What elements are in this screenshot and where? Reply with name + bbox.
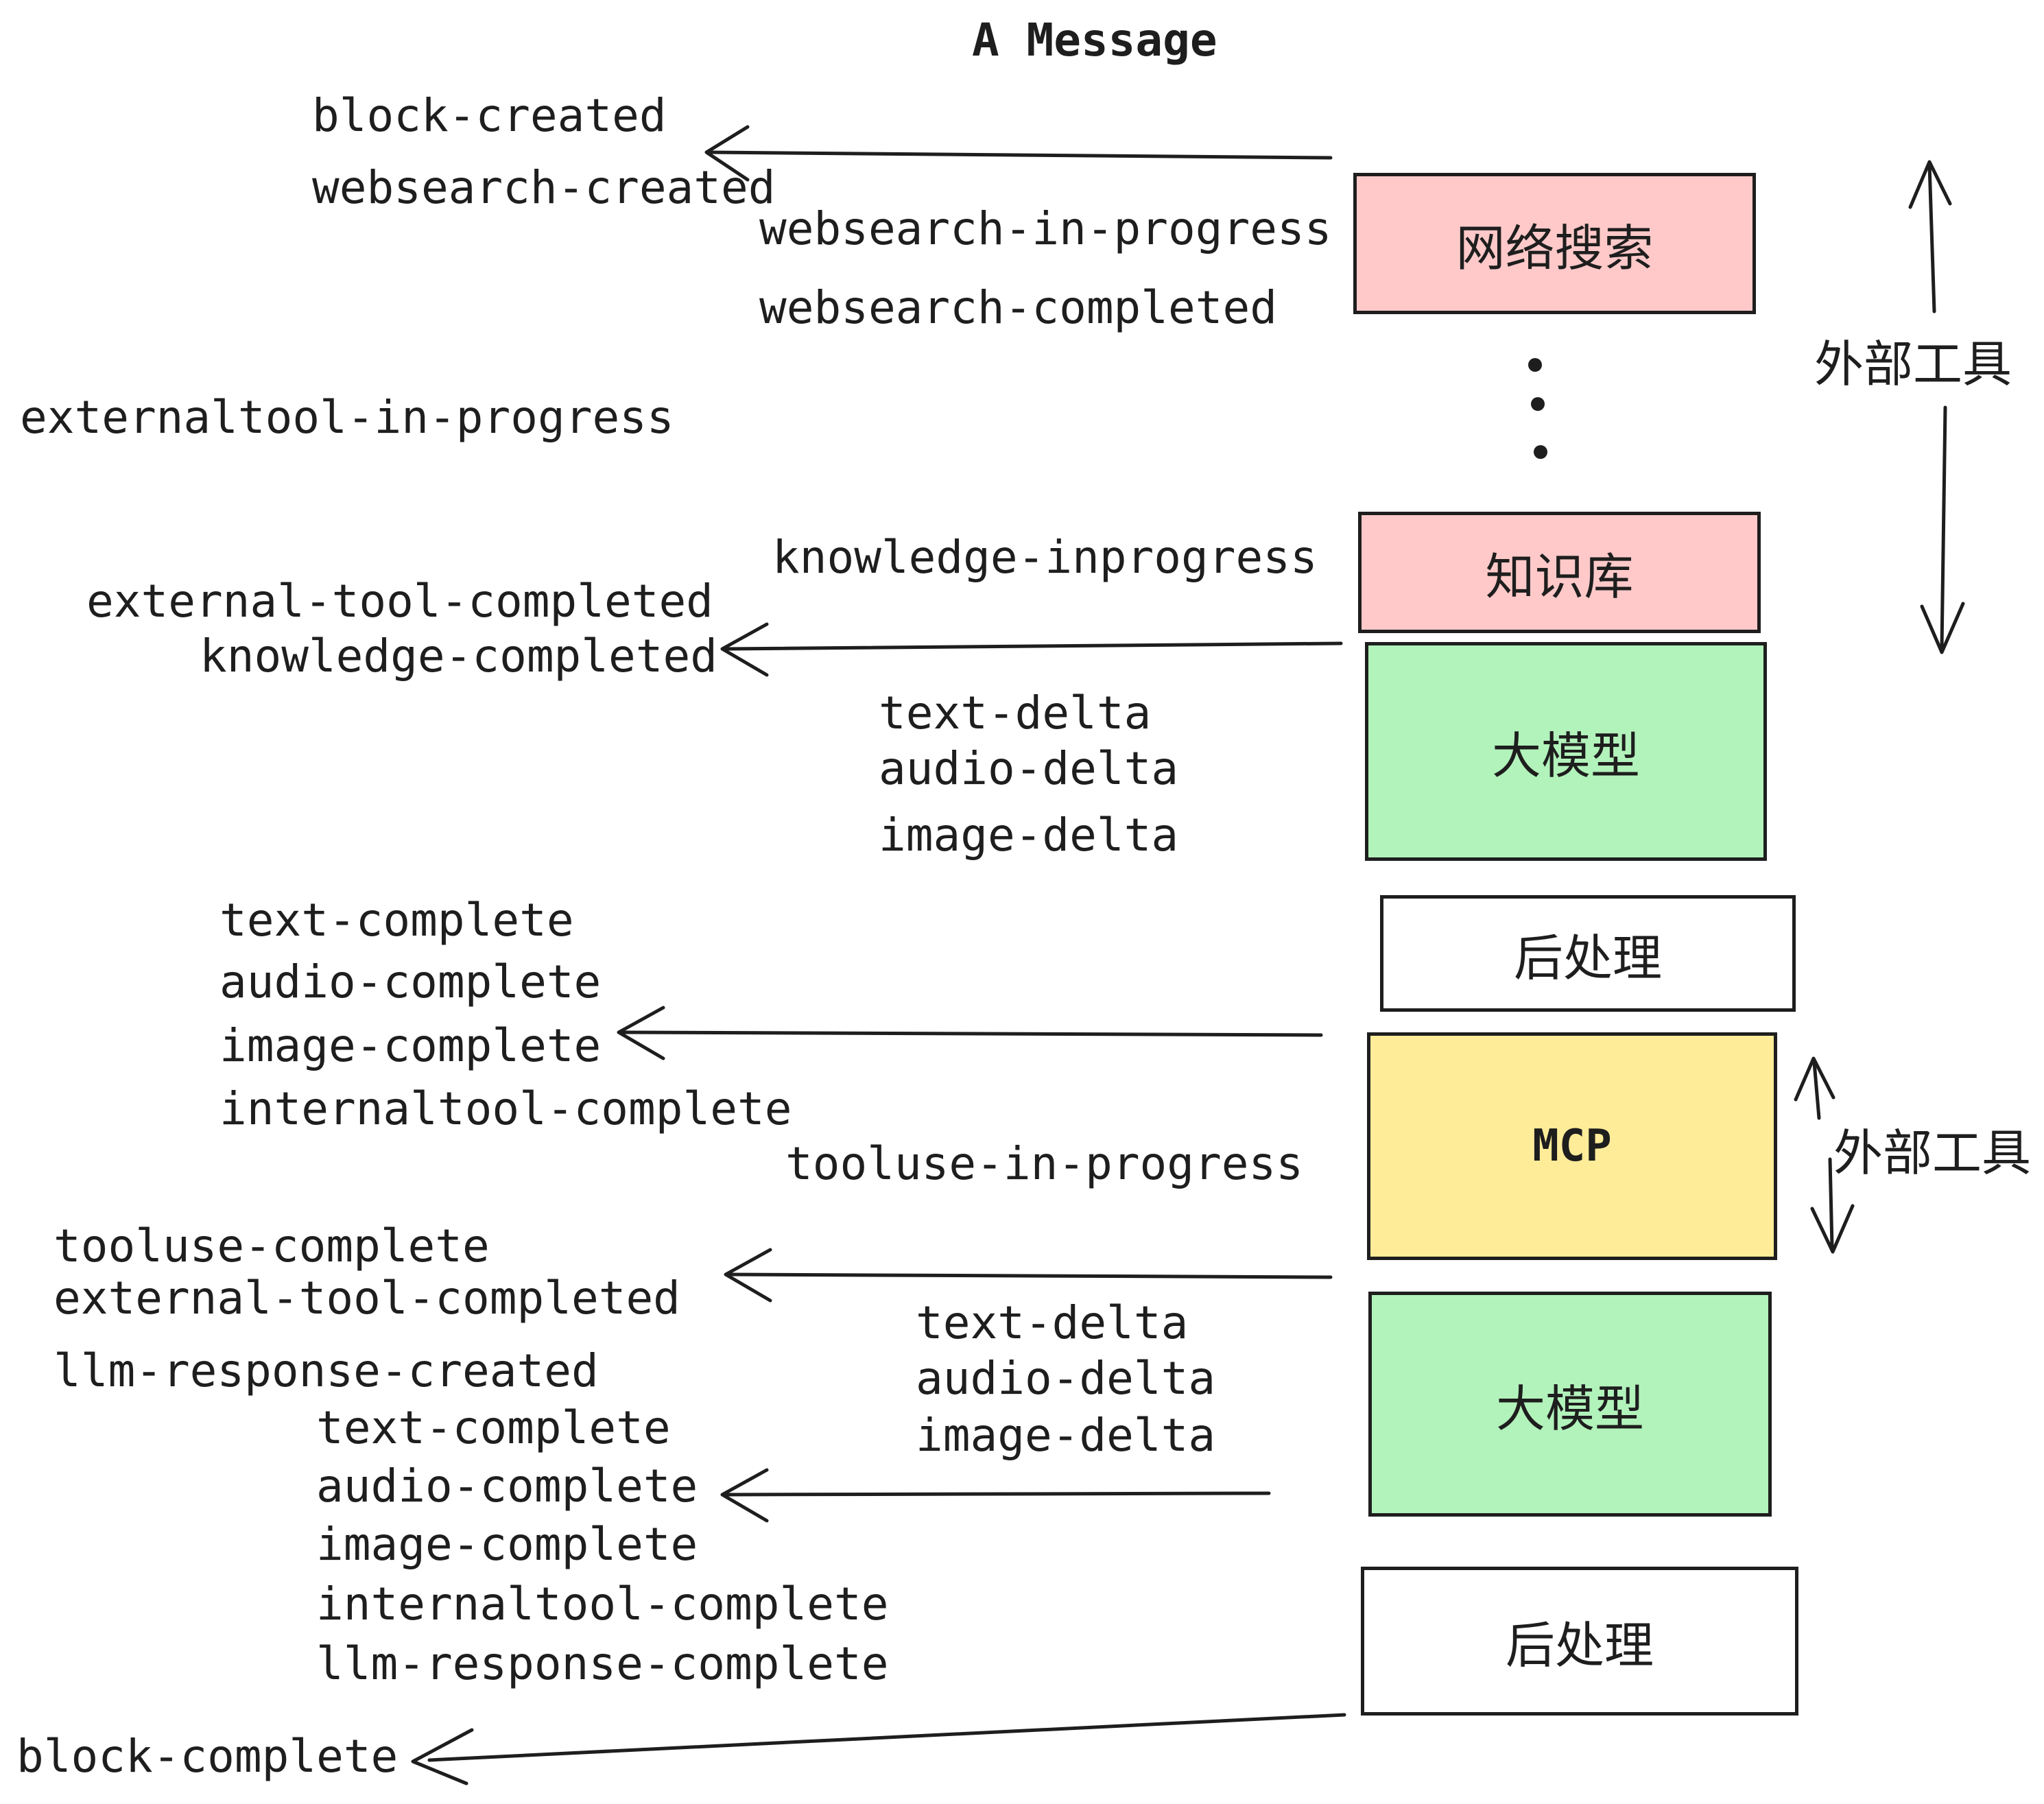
box-postprocess-1: 后处理 xyxy=(1380,895,1796,1012)
event-label: externaltool-in-progress xyxy=(20,391,674,444)
box-mcp-label: MCP xyxy=(1532,1121,1612,1172)
box-postprocess-1-label: 后处理 xyxy=(1513,929,1662,987)
box-mcp: MCP xyxy=(1367,1032,1777,1260)
event-label: websearch-created xyxy=(312,161,776,214)
event-label: text-complete xyxy=(219,894,574,947)
event-label: audio-complete xyxy=(219,956,602,1008)
arrow-to-external-tool-completed xyxy=(724,1248,1333,1303)
event-label: llm-response-complete xyxy=(316,1637,889,1690)
arrow-to-knowledge-completed xyxy=(720,622,1343,677)
arrow-to-audio-complete xyxy=(720,1468,1271,1523)
event-label: knowledge-inprogress xyxy=(772,531,1318,584)
event-label: block-complete xyxy=(16,1730,399,1783)
event-label: audio-delta xyxy=(879,742,1179,795)
box-llm-2: 大模型 xyxy=(1368,1292,1772,1517)
event-label: image-complete xyxy=(316,1518,698,1571)
box-llm-2-label: 大模型 xyxy=(1495,1379,1644,1438)
event-label: tooluse-complete xyxy=(54,1220,490,1272)
box-websearch: 网络搜索 xyxy=(1353,173,1756,314)
external-tools-annotation-1: 外部工具 xyxy=(1814,335,2012,393)
event-label: audio-complete xyxy=(316,1460,698,1512)
event-label: knowledge-completed xyxy=(200,630,717,683)
event-label: image-complete xyxy=(219,1019,602,1072)
event-label: image-delta xyxy=(916,1409,1216,1462)
event-label: internaltool-complete xyxy=(219,1082,792,1135)
event-label: external-tool-completed xyxy=(86,575,713,628)
box-llm-1: 大模型 xyxy=(1365,642,1767,861)
external-tools-arrow-down-1 xyxy=(1920,405,1965,654)
event-label: audio-delta xyxy=(916,1352,1216,1405)
event-label: tooluse-in-progress xyxy=(785,1137,1303,1190)
box-knowledge-base: 知识库 xyxy=(1358,512,1761,633)
event-label: text-delta xyxy=(879,687,1152,739)
external-tools-arrow-up-1 xyxy=(1908,160,1952,313)
external-tools-annotation-2: 外部工具 xyxy=(1833,1124,2032,1182)
diagram-title: A Message xyxy=(972,14,1217,67)
box-websearch-label: 网络搜索 xyxy=(1455,219,1654,277)
external-tools-arrow-up-2 xyxy=(1794,1056,1835,1120)
box-postprocess-2-label: 后处理 xyxy=(1505,1617,1654,1674)
event-label: text-complete xyxy=(316,1401,671,1454)
event-label: external-tool-completed xyxy=(54,1272,680,1325)
event-label: block-created xyxy=(312,89,667,142)
arrow-to-block-created xyxy=(704,125,1333,182)
event-label: websearch-in-progress xyxy=(759,202,1332,255)
event-label: image-delta xyxy=(879,809,1179,862)
box-postprocess-2: 后处理 xyxy=(1361,1567,1798,1716)
event-label: internaltool-complete xyxy=(316,1578,889,1630)
arrow-to-image-complete xyxy=(617,1006,1323,1060)
event-label: llm-response-created xyxy=(54,1344,599,1397)
box-knowledge-base-label: 知识库 xyxy=(1485,548,1634,606)
event-label: websearch-completed xyxy=(759,281,1277,334)
event-label: text-delta xyxy=(916,1296,1189,1349)
box-llm-1-label: 大模型 xyxy=(1491,727,1640,785)
ellipsis-dots xyxy=(1528,358,1547,459)
arrow-to-block-complete xyxy=(411,1713,1346,1785)
